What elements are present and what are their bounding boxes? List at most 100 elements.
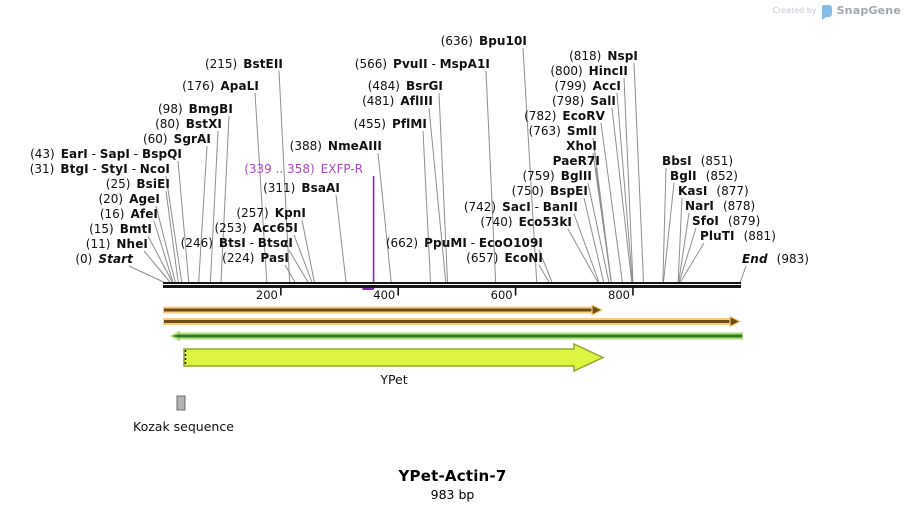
enzyme-label-BsrGI: (484)BsrGI: [367, 79, 443, 93]
leader-line-PflMI: [422, 130, 431, 283]
orf-arrow-reverse-arrowhead-core: [172, 334, 180, 338]
leader-line-NheI: [143, 250, 171, 283]
leader-line-BmtI: [147, 235, 173, 283]
leader-line-NmeAIII: [377, 152, 392, 283]
tick-label-200: 200: [255, 288, 278, 302]
leader-line-SalI: [611, 107, 633, 283]
enzyme-label-SfoI: SfoI(879): [692, 214, 761, 228]
enzyme-label-PpuMI-EcoO109I: (662)PpuMI - EcoO109I: [385, 236, 543, 250]
leader-line-PasI: [284, 264, 296, 283]
enzyme-label-PvuII-MspA1I: (566)PvuII - MspA1I: [354, 57, 490, 71]
leader-line-AgeI: [155, 205, 176, 283]
leader-line-Eco53kI: [567, 228, 599, 283]
enzyme-label-Bpu10I: (636)Bpu10I: [440, 34, 527, 48]
leader-line-ApaLI: [254, 92, 268, 283]
leader-line-Bpu10I: [522, 47, 538, 283]
enzyme-label-BstXI: (80)BstXI: [155, 117, 222, 131]
leader-line-BtgI-StyI-NcoI: [165, 175, 183, 283]
enzyme-label-AccI: (799)AccI: [554, 79, 621, 93]
leader-line-SgrAI: [198, 145, 208, 283]
leader-line-BsiEI: [165, 190, 179, 283]
kozak-feature-label: Kozak sequence: [133, 419, 234, 434]
leader-line-EcoNI: [538, 264, 550, 283]
leader-line-BtsI-Bts-I: [288, 249, 309, 283]
enzyme-label-AgeI: (20)AgeI: [98, 192, 160, 206]
leader-line-HincII: [623, 77, 634, 283]
orf-arrow-1-arrowhead: [591, 304, 604, 316]
leader-line-SfoI: [678, 227, 697, 283]
enzyme-label-SgrAI: (60)SgrAI: [142, 132, 211, 146]
leader-line-KpnI: [301, 219, 315, 283]
enzyme-label-PasI: (224)PasI: [222, 251, 289, 265]
enzyme-label-HincII: (800)HincII: [550, 64, 628, 78]
enzyme-label-NheI: (11)NheI: [85, 237, 148, 251]
enzyme-label-KpnI: (257)KpnI: [236, 206, 306, 220]
enzyme-label-PaeR7I: PaeR7I: [552, 154, 600, 168]
primer-label-EXFP-R: (339 .. 358)EXFP-R: [244, 162, 363, 176]
enzyme-label-Start: (0)Start: [75, 252, 133, 266]
orf-arrow-2-arrowhead: [729, 315, 742, 328]
tick-label-600: 600: [490, 288, 513, 302]
leader-line-NarI: [678, 212, 690, 283]
enzyme-label-ApaLI: (176)ApaLI: [182, 79, 259, 93]
leader-line-BmgBI: [220, 115, 230, 283]
sequence-ruler-bar: [163, 282, 741, 288]
tick-label-400: 400: [373, 288, 396, 302]
enzyme-label-BglII: (759)BglII: [522, 169, 592, 183]
enzyme-label-End: End(983): [742, 252, 809, 266]
created-by-text: Created by: [772, 6, 817, 15]
ypet-cds-arrow: [183, 342, 605, 373]
enzyme-label-EcoNI: (657)EcoNI: [466, 251, 543, 265]
leader-line-PaeR7I: [595, 167, 612, 283]
enzyme-label-KasI: KasI(877): [678, 184, 749, 198]
ypet-feature-label: YPet: [380, 372, 408, 387]
enzyme-label-Acc65I: (253)Acc65I: [214, 221, 298, 235]
leader-line-EarI-SapI-BspQI: [177, 160, 190, 283]
leader-line-KasI: [677, 197, 683, 283]
leader-line-BglI: [662, 182, 675, 283]
enzyme-label-BspEI: (750)BspEI: [511, 184, 588, 198]
leader-line-BstEII: [278, 70, 291, 283]
snapgene-brand-text: SnapGene: [836, 4, 901, 17]
enzyme-label-BsaAI: (311)BsaAI: [263, 181, 340, 195]
leader-line-Start: [128, 265, 164, 283]
enzyme-label-PflMI: (455)PflMI: [353, 117, 427, 131]
enzyme-label-Eco53kI: (740)Eco53kI: [480, 215, 572, 229]
enzyme-label-BsiEI: (25)BsiEI: [105, 177, 170, 191]
map-length: 983 bp: [430, 487, 475, 502]
leader-line-BglII: [587, 182, 610, 283]
orf-arrow-1-core: [164, 308, 593, 312]
enzyme-label-AflIII: (481)AflIII: [362, 94, 433, 108]
leader-line-End: [739, 265, 747, 283]
leader-line-BbsI: [662, 167, 667, 283]
enzyme-label-BtsI-Bts-I: (246)BtsI - BtsαI: [180, 236, 293, 250]
leader-line-PvuII-MspA1I: [485, 70, 497, 283]
tick-label-800: 800: [608, 288, 630, 302]
leader-line-BspEI: [583, 197, 605, 283]
enzyme-label-SmlI: (763)SmlI: [528, 124, 597, 138]
leader-line-BsaAI: [335, 194, 347, 283]
leader-line-PluTI: [680, 242, 705, 283]
orf-arrow-reverse-core: [179, 334, 742, 338]
leader-line-Acc65I: [293, 234, 313, 283]
leader-line-BsrGI: [438, 92, 449, 283]
enzyme-label-NmeAIII: (388)NmeAIII: [289, 139, 382, 153]
enzyme-label-BmtI: (15)BmtI: [89, 222, 152, 236]
enzyme-label-NspI: (818)NspI: [569, 49, 638, 63]
leader-line-AfeI: [153, 220, 174, 283]
enzyme-label-AfeI: (16)AfeI: [99, 207, 158, 221]
kozak-sequence-box: [176, 395, 186, 411]
map-title: YPet-Actin-7: [398, 467, 507, 485]
enzyme-label-SalI: (798)SalI: [552, 94, 616, 108]
leader-line-PpuMI-EcoO109I: [538, 249, 553, 283]
orf-arrow-2-core: [164, 320, 731, 323]
leader-line-BstXI: [209, 130, 219, 283]
enzyme-label-BglI: BglI(852): [670, 169, 738, 183]
enzyme-label-NarI: NarI(878): [685, 199, 756, 213]
leader-line-AccI: [616, 92, 633, 283]
enzyme-label-BmgBI: (98)BmgBI: [158, 102, 233, 116]
enzyme-label-BtgI-StyI-NcoI: (31)BtgI - StyI - NcoI: [29, 162, 170, 176]
leader-line-EcoRV: [600, 122, 623, 283]
